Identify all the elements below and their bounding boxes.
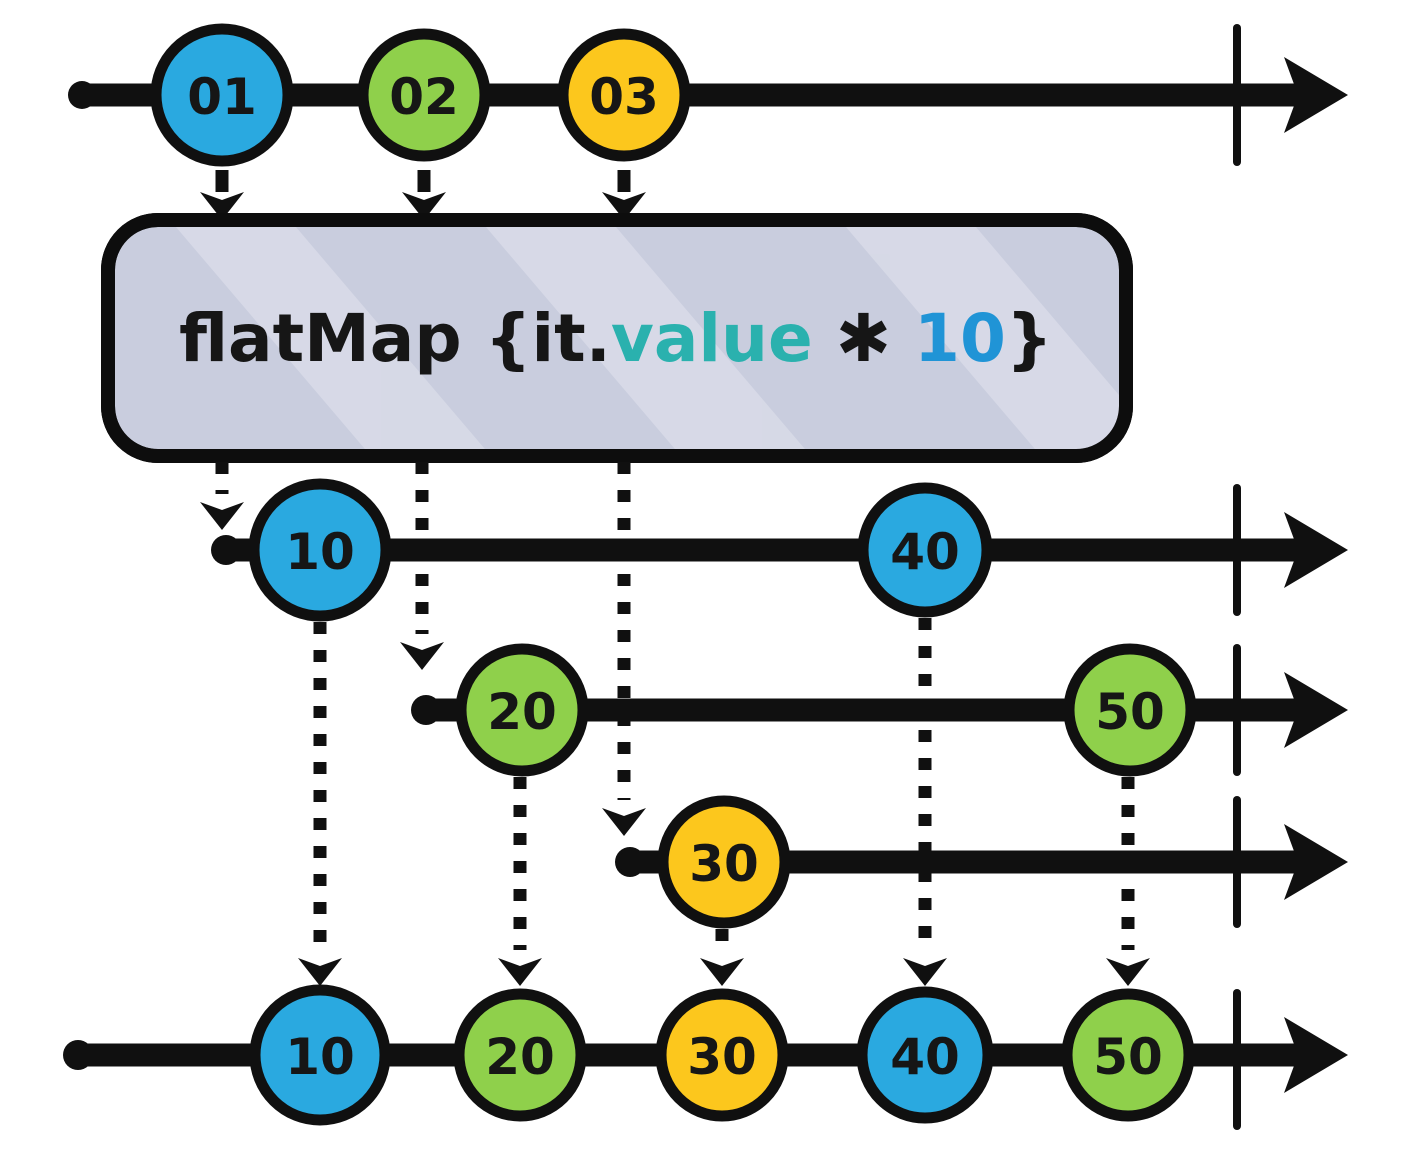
marble-circle [453, 988, 587, 1122]
marble-circle [357, 28, 491, 162]
arrow-head-icon [200, 192, 244, 220]
marble-circle [150, 23, 294, 167]
emit-arrows [200, 170, 646, 220]
stripe [170, 220, 490, 455]
marble-circle [857, 482, 993, 618]
operator-text-star: ✱ [813, 300, 914, 377]
inner-stream-3: 30 [615, 795, 1348, 929]
arrow-head-icon [602, 192, 646, 220]
operator-expression: flatMap {it.value ✱ 10} [179, 300, 1053, 377]
marble-circle [249, 984, 391, 1126]
arrow-head-icon [402, 192, 446, 220]
inner-stream-2: 20 50 [411, 643, 1348, 777]
marble-label: 50 [1095, 683, 1165, 741]
arrow-head-icon [498, 958, 542, 986]
operator-box-border [101, 213, 1133, 463]
operator-text-suffix: } [1006, 300, 1053, 377]
marble-label: 01 [187, 68, 257, 126]
marble: 01 [150, 23, 294, 167]
marble: 30 [655, 988, 789, 1122]
arrow-head-icon [1284, 1017, 1348, 1093]
arrow-head-icon [298, 958, 342, 986]
operator-text-property: value [611, 300, 813, 377]
output-stream: 10 20 30 40 50 [63, 984, 1348, 1130]
marble-circle [657, 795, 791, 929]
marble-circle [1063, 643, 1197, 777]
marble: 50 [1061, 988, 1195, 1122]
marble-circle [557, 28, 691, 162]
marble-label: 30 [687, 1028, 757, 1086]
arrow-head-icon [1284, 57, 1348, 133]
marble: 40 [856, 986, 994, 1124]
marble-label: 02 [389, 68, 459, 126]
inner-stream-1: 10 40 [211, 478, 1348, 622]
marble-label: 30 [689, 835, 759, 893]
arrow-head-icon [400, 642, 444, 670]
marble-label: 20 [487, 683, 557, 741]
marble-label: 50 [1093, 1028, 1163, 1086]
marble-label: 10 [285, 1028, 355, 1086]
marble-circle [856, 986, 994, 1124]
marble-circle [1061, 988, 1195, 1122]
stripe [840, 220, 1126, 455]
operator-text-prefix: flatMap {it. [179, 300, 611, 377]
arrow-head-icon [602, 808, 646, 836]
arrow-head-icon [200, 502, 244, 530]
marble: 50 [1063, 643, 1197, 777]
marble: 03 [557, 28, 691, 162]
arrow-head-icon [903, 958, 947, 986]
marble: 10 [248, 478, 392, 622]
source-stream: 01 02 03 [68, 23, 1348, 167]
operator-box-stripes [170, 220, 1126, 455]
operator-text-multiplier: 10 [914, 300, 1006, 377]
marble-label: 03 [589, 68, 659, 126]
stripe [480, 220, 810, 455]
marble: 02 [357, 28, 491, 162]
marble-label: 40 [890, 1028, 960, 1086]
marble-label: 10 [285, 523, 355, 581]
merge-arrows [298, 618, 1150, 986]
marble: 20 [455, 643, 589, 777]
marble: 10 [249, 984, 391, 1126]
operator-box: flatMap {it.value ✱ 10} [101, 213, 1133, 463]
arrow-head-icon [1284, 824, 1348, 900]
arrow-head-icon [1106, 958, 1150, 986]
marble-circle [655, 988, 789, 1122]
marble: 20 [453, 988, 587, 1122]
marble-circle [455, 643, 589, 777]
arrow-head-icon [700, 958, 744, 986]
arrow-head-icon [1284, 512, 1348, 588]
marble-circle [248, 478, 392, 622]
marble: 30 [657, 795, 791, 929]
arrow-head-icon [1284, 672, 1348, 748]
marble-label: 20 [485, 1028, 555, 1086]
marble: 40 [857, 482, 993, 618]
marble-label: 40 [890, 523, 960, 581]
